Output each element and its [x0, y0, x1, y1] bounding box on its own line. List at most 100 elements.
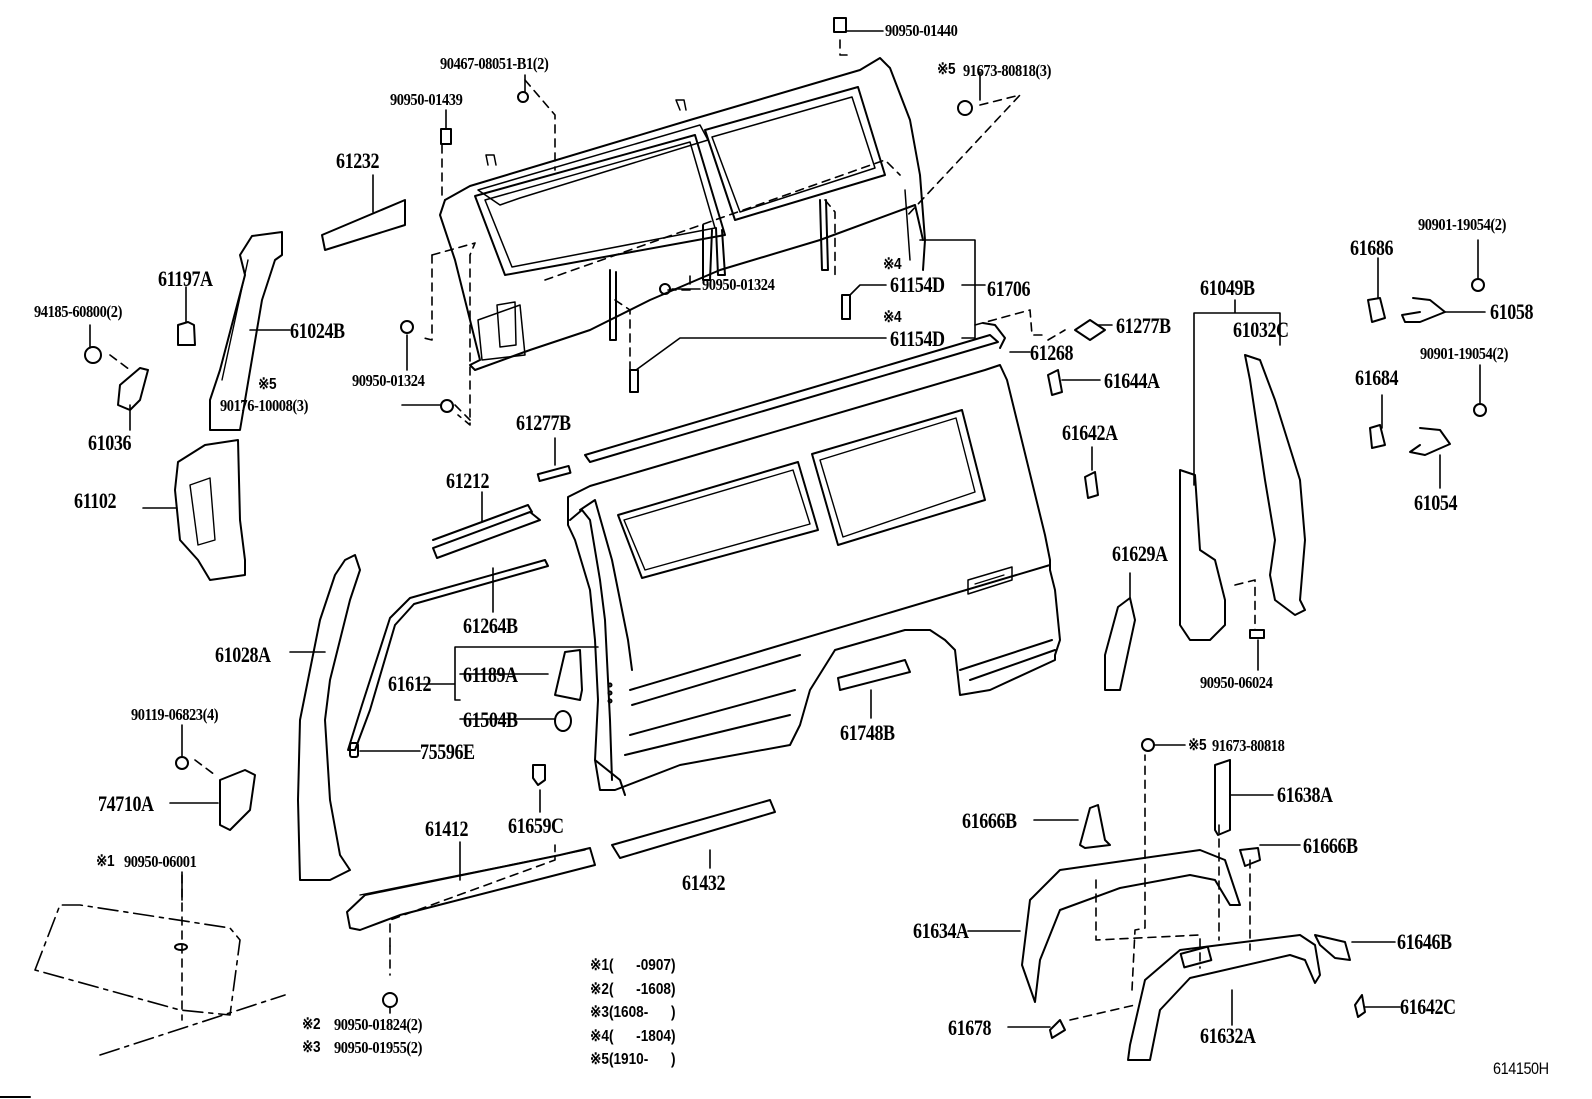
label-mark-1: ※1 [96, 853, 115, 870]
legend-mark: ※4 [590, 1027, 609, 1045]
label-61058: 61058 [1490, 299, 1534, 324]
label-90950-01955: 90950-01955(2) [334, 1038, 422, 1057]
label-mark-5-bottom: ※5 [1188, 737, 1207, 754]
legend-mark: ※1 [590, 957, 609, 974]
label-74710A: 74710A [98, 791, 154, 816]
label-90950-06001: 90950-06001 [124, 852, 197, 871]
bolt-90119-icon [176, 757, 188, 769]
label-61638A: 61638A [1277, 782, 1333, 807]
label-61666B-right: 61666B [1303, 833, 1358, 858]
part-61644A-icon [1048, 370, 1062, 395]
part-61036-icon [118, 368, 148, 410]
label-61189A: 61189A [463, 662, 518, 687]
label-61612: 61612 [388, 671, 432, 696]
legend-row: ※1( -0907) [590, 954, 675, 978]
label-61102: 61102 [74, 488, 117, 513]
part-61024B-icon [210, 232, 282, 430]
part-61054-icon [1410, 428, 1450, 455]
part-61684-icon [1370, 425, 1385, 448]
label-90950-01324-left: 90950-01324 [352, 371, 425, 390]
part-61212-icon [433, 505, 540, 558]
label-61659C: 61659C [508, 813, 564, 838]
clip-90467-icon [518, 92, 528, 102]
label-mark-4-b: ※4 [883, 309, 902, 326]
legend-mark: ※3 [590, 1004, 609, 1021]
label-mark-3: ※3 [302, 1039, 321, 1056]
label-mark-2: ※2 [302, 1016, 321, 1033]
label-61666B-left: 61666B [962, 808, 1017, 833]
legend-mark: ※5 [590, 1051, 609, 1068]
plug-90950-01324-a-icon [401, 321, 413, 333]
clip-90176-icon [441, 400, 453, 412]
label-90950-06024: 90950-06024 [1200, 673, 1273, 692]
roof-rail-61268 [585, 323, 1005, 462]
part-61028A-icon [298, 555, 360, 880]
part-61638A-icon [1215, 760, 1230, 835]
bolt-91673-80818-3-icon [958, 101, 972, 115]
legend-row: ※4( -1804) [590, 1025, 675, 1049]
part-61432-icon [612, 800, 775, 858]
part-74710A-icon [220, 770, 255, 830]
label-61036: 61036 [88, 430, 132, 455]
label-61706: 61706 [987, 276, 1031, 301]
dashed-leaders [110, 40, 1255, 1020]
part-61678-icon [1050, 1020, 1065, 1038]
seal-61154D-a-icon [842, 295, 850, 319]
bolt-90901-b-icon [1474, 404, 1486, 416]
part-61666B-lower-icon [1240, 848, 1260, 866]
legend-range: ( -1608) [608, 980, 676, 998]
nut-90950-01824-icon [383, 993, 397, 1007]
label-61412: 61412 [425, 816, 469, 841]
legend-range: (1608- ) [608, 1004, 676, 1021]
label-61054: 61054 [1414, 490, 1458, 515]
part-61748B-icon [838, 660, 910, 690]
label-90176-10008: 90176-10008(3) [220, 396, 308, 415]
part-61277B-upper-icon [1075, 320, 1105, 340]
label-mark-4-a: ※4 [883, 256, 902, 273]
label-61432: 61432 [682, 870, 726, 895]
label-90119-06823: 90119-06823(4) [131, 705, 219, 724]
part-61277B-lower-icon [538, 466, 571, 481]
rear-panel-61706 [440, 58, 925, 370]
part-61049B-icon [1180, 470, 1225, 640]
clip-90950-06001-icon [175, 944, 187, 950]
plug-90950-01440-icon [834, 18, 846, 32]
label-90901-19054-a: 90901-19054(2) [1418, 215, 1506, 234]
part-61032C-icon [1245, 355, 1305, 615]
label-61154D-a: 61154D [890, 272, 945, 297]
part-61264B-icon [348, 560, 548, 750]
legend-row: ※5(1910- ) [590, 1048, 675, 1072]
label-90950-01440: 90950-01440 [885, 21, 958, 40]
label-90950-01324-center: 90950-01324 [702, 275, 775, 294]
part-61058-icon [1402, 298, 1445, 322]
label-61686: 61686 [1350, 235, 1394, 260]
label-90950-01439: 90950-01439 [390, 90, 463, 109]
part-61629A-icon [1105, 598, 1135, 690]
label-61678: 61678 [948, 1015, 992, 1040]
label-61212: 61212 [446, 468, 490, 493]
label-61154D-b: 61154D [890, 326, 945, 351]
label-61028A: 61028A [215, 642, 271, 667]
label-75596E: 75596E [420, 739, 475, 764]
part-61504B-icon [555, 711, 571, 731]
label-61277B-right: 61277B [1116, 313, 1171, 338]
label-61049B: 61049B [1200, 275, 1255, 300]
label-61646B: 61646B [1397, 929, 1452, 954]
legend: ※1( -0907) ※2( -1608) ※3(1608- ) ※4( -18… [590, 954, 675, 1072]
part-61197A-icon [178, 322, 195, 345]
legend-mark: ※2 [590, 980, 609, 998]
plug-90950-01439-icon [441, 129, 451, 144]
label-61024B: 61024B [290, 318, 345, 343]
part-61232-icon [322, 200, 405, 250]
label-61642C: 61642C [1400, 994, 1456, 1019]
plug-90950-01324-b-icon [660, 284, 670, 294]
bolt-90901-a-icon [1472, 279, 1484, 291]
part-61642A-icon [1085, 472, 1098, 498]
label-90901-19054-b: 90901-19054(2) [1420, 344, 1508, 363]
label-61644A: 61644A [1104, 368, 1160, 393]
label-61264B: 61264B [463, 613, 518, 638]
part-61189A-icon [555, 650, 582, 700]
legend-range: ( -1804) [608, 1027, 676, 1045]
seal-61154D-b-icon [630, 370, 638, 392]
label-61632A: 61632A [1200, 1023, 1256, 1048]
